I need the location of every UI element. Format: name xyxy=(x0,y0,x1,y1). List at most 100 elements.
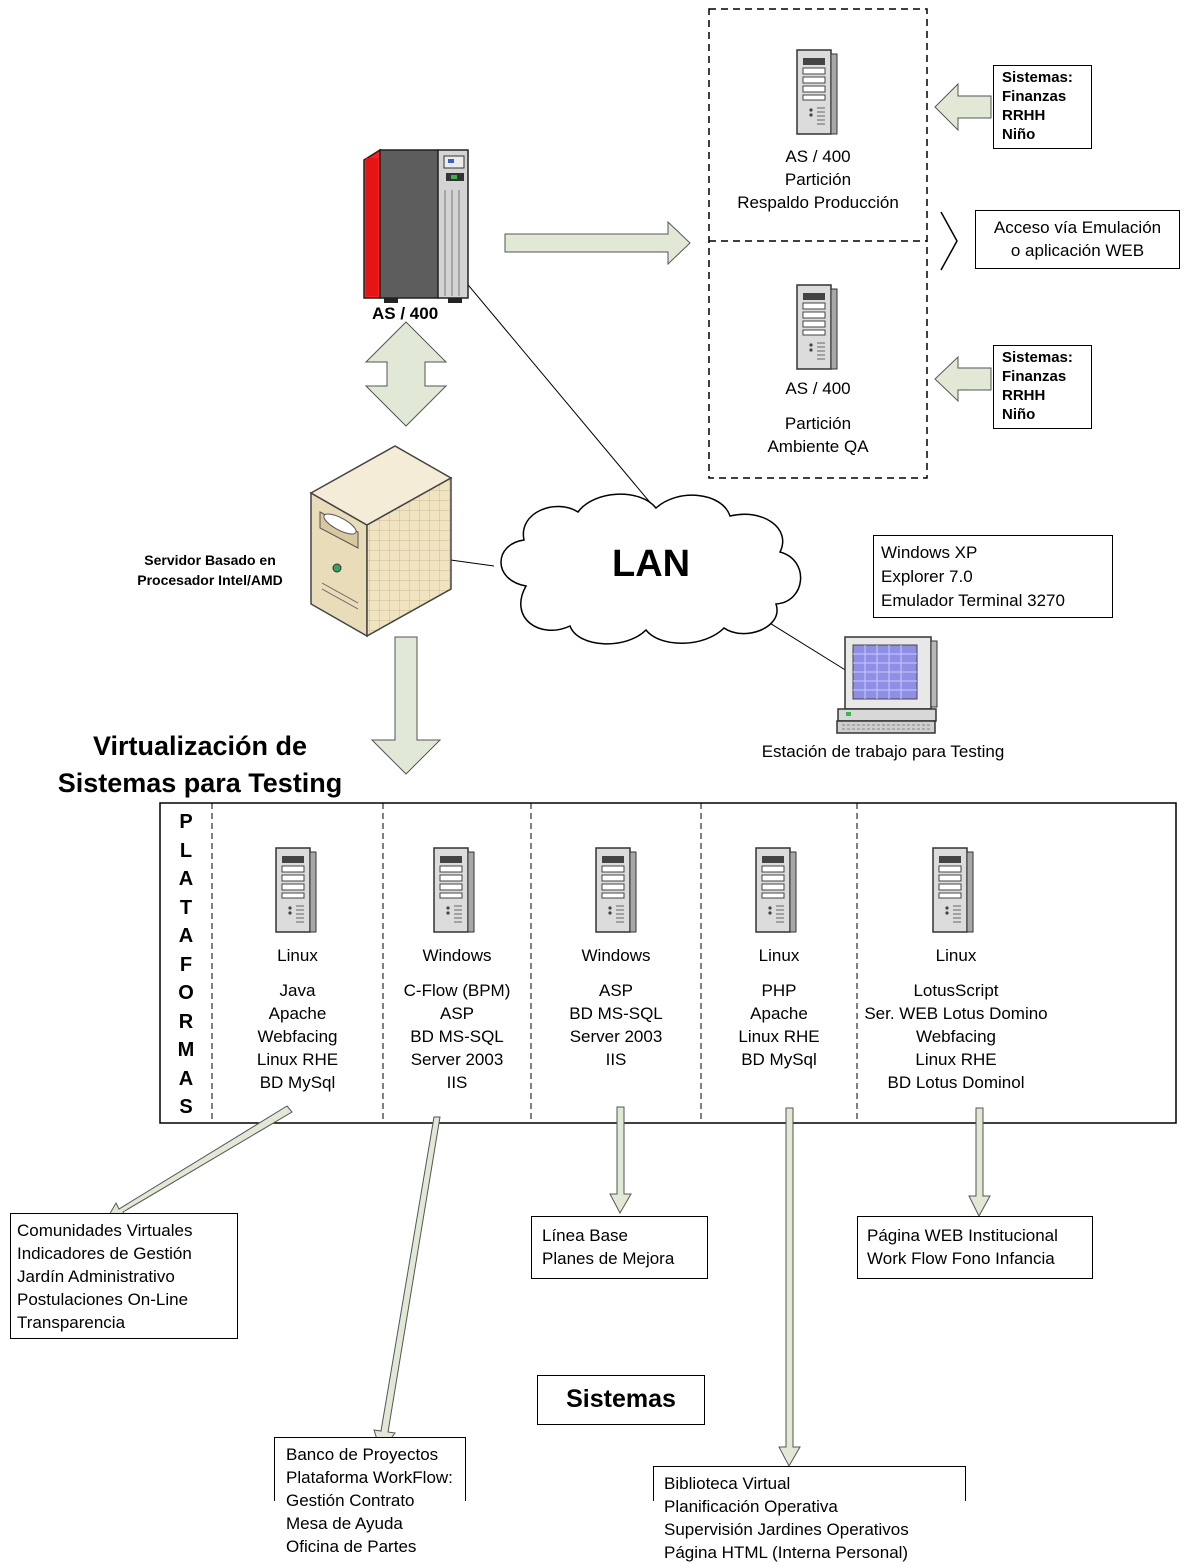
partitions-box xyxy=(708,8,928,479)
systems-note-bottom-line: Sistemas: xyxy=(1002,349,1073,366)
system-item: Línea Base xyxy=(542,1226,629,1245)
arrow-platform-3 xyxy=(778,1107,801,1468)
arrow-platform-4 xyxy=(968,1107,991,1218)
platform-os: Linux xyxy=(277,946,318,965)
platforms-letter: R xyxy=(178,1010,194,1033)
systems-note-top-line: Sistemas: xyxy=(1002,69,1073,86)
platforms-letter: A xyxy=(178,868,194,890)
intel-server-label-line1: Servidor Basado en xyxy=(144,552,276,568)
arrow-systems-top xyxy=(934,82,992,132)
systems-note-bottom: Sistemas: Finanzas RRHH Niño xyxy=(993,345,1092,429)
platform-stack-item: Apache xyxy=(268,1004,327,1023)
system-group: Línea Base Planes de Mejora xyxy=(531,1216,708,1279)
lan-label: LAN xyxy=(612,543,691,585)
access-brace xyxy=(940,211,958,271)
arrow-platform-2 xyxy=(609,1106,632,1215)
platform-stack-item: Server 2003 xyxy=(410,1050,504,1069)
workstation-specs: Windows XP Explorer 7.0 Emulador Termina… xyxy=(873,535,1113,618)
server-icon-platform-1 xyxy=(433,847,475,933)
platform-stack-item: Linux RHE xyxy=(738,1027,820,1046)
diagram-canvas xyxy=(103,8,1177,1468)
platform-stack-item: Java xyxy=(279,981,316,1000)
server-icon-platform-0 xyxy=(275,847,317,933)
platform-stack-item: BD Lotus Dominol xyxy=(887,1073,1025,1092)
system-item: Planes de Mejora xyxy=(542,1249,675,1268)
system-group: Comunidades Virtuales Indicadores de Ges… xyxy=(10,1213,238,1339)
workstation-icon xyxy=(836,636,938,734)
platforms-table xyxy=(159,802,1177,1124)
as400-mainframe-icon xyxy=(363,148,469,303)
server-icon-partition-prod xyxy=(796,49,838,135)
platform-column: Windows C-Flow (BPM) ASP BD MS-SQL Serve… xyxy=(383,944,531,1094)
platform-stack-item: IIS xyxy=(605,1050,627,1069)
platforms-label: P L A T A F O R M A S xyxy=(162,808,210,1122)
virtualization-title: Virtualización de Sistemas para Testing xyxy=(15,728,385,802)
platform-stack-item: ASP xyxy=(598,981,634,1000)
platform-stack-item: Webfacing xyxy=(257,1027,338,1046)
platform-stack-item: Linux RHE xyxy=(256,1050,339,1069)
platforms-letter: T xyxy=(179,896,193,919)
platform-stack-item: Webfacing xyxy=(915,1027,996,1046)
platforms-letter: A xyxy=(178,1067,194,1090)
partition-qa-line2: Ambiente QA xyxy=(767,437,869,456)
partition-qa-line1: Partición xyxy=(784,414,852,433)
workstation-lan-link xyxy=(759,616,856,677)
system-item: Work Flow Fono Infancia xyxy=(867,1249,1055,1268)
system-item: Banco de Proyectos xyxy=(286,1445,439,1464)
system-item: Comunidades Virtuales xyxy=(17,1221,193,1240)
lan-cloud xyxy=(500,493,802,645)
platform-column: Linux PHP Apache Linux RHE BD MySql xyxy=(701,944,857,1071)
partition-prod-line1: Partición xyxy=(784,170,852,189)
arrow-to-partitions xyxy=(504,220,691,266)
system-item: Página HTML (Interna Personal) xyxy=(664,1543,909,1562)
platforms-letter: A xyxy=(178,925,194,947)
systems-note-top-line: Finanzas xyxy=(1002,88,1067,105)
platform-stack-item: BD MySql xyxy=(741,1050,817,1069)
platform-stack-item: Linux RHE xyxy=(915,1050,997,1069)
workstation-spec-line: Explorer 7.0 xyxy=(881,567,973,586)
partition-qa-name: AS / 400 xyxy=(785,379,851,398)
system-item: Página WEB Institucional xyxy=(867,1226,1058,1245)
workstation-label: Estación de trabajo para Testing xyxy=(761,742,1005,761)
system-item: Oficina de Partes xyxy=(286,1537,417,1556)
workstation-spec-line: Emulador Terminal 3270 xyxy=(881,591,1065,610)
partition-prod-name: AS / 400 xyxy=(785,147,851,166)
platform-os: Windows xyxy=(581,946,651,965)
system-group: Página WEB Institucional Work Flow Fono … xyxy=(857,1216,1093,1279)
system-item: Indicadores de Gestión xyxy=(17,1244,192,1263)
systems-note-bottom-line: Niño xyxy=(1002,406,1036,423)
platform-os: Linux xyxy=(935,946,977,965)
platform-stack-item: C-Flow (BPM) xyxy=(403,981,511,1000)
intel-server-icon xyxy=(309,445,453,638)
platforms-letter: P xyxy=(179,811,193,833)
platform-stack-item: BD MySql xyxy=(259,1073,336,1092)
platform-stack-item: BD MS-SQL xyxy=(410,1027,504,1046)
system-item: Transparencia xyxy=(17,1313,126,1332)
system-item: Plataforma WorkFlow: xyxy=(286,1468,453,1487)
partition-qa-label: AS / 400 Partición Ambiente QA xyxy=(709,377,927,458)
server-icon-platform-4 xyxy=(932,847,974,933)
platform-column: Linux Java Apache Webfacing Linux RHE BD… xyxy=(212,944,383,1094)
partition-prod-label: AS / 400 Partición Respaldo Producción xyxy=(709,145,927,214)
platform-stack-item: IIS xyxy=(446,1073,468,1092)
systems-note-bottom-line: RRHH xyxy=(1002,387,1046,404)
platform-stack-item: Ser. WEB Lotus Domino xyxy=(864,1004,1048,1023)
platforms-letter: O xyxy=(178,982,194,1004)
system-item: Jardín Administrativo xyxy=(17,1267,175,1286)
system-group: Banco de Proyectos Plataforma WorkFlow: … xyxy=(274,1437,466,1556)
system-item: Postulaciones On-Line xyxy=(17,1290,189,1309)
platform-stack-item: Server 2003 xyxy=(569,1027,663,1046)
system-item: Biblioteca Virtual xyxy=(664,1474,791,1493)
server-icon-platform-3 xyxy=(755,847,797,933)
access-note-line2: o aplicación WEB xyxy=(1010,241,1145,260)
platform-stack-item: BD MS-SQL xyxy=(569,1004,663,1023)
intel-server-label-line2: Procesador Intel/AMD xyxy=(137,572,283,588)
system-item: Supervisión Jardines Operativos xyxy=(664,1520,909,1539)
platform-stack-item: PHP xyxy=(761,981,797,1000)
platform-stack-item: ASP xyxy=(439,1004,475,1023)
access-note: Acceso vía Emulación o aplicación WEB xyxy=(975,210,1180,269)
platforms-letter: F xyxy=(179,953,193,976)
access-note-line1: Acceso vía Emulación xyxy=(993,218,1162,237)
server-icon-platform-2 xyxy=(595,847,637,933)
platforms-letter: L xyxy=(179,839,193,862)
